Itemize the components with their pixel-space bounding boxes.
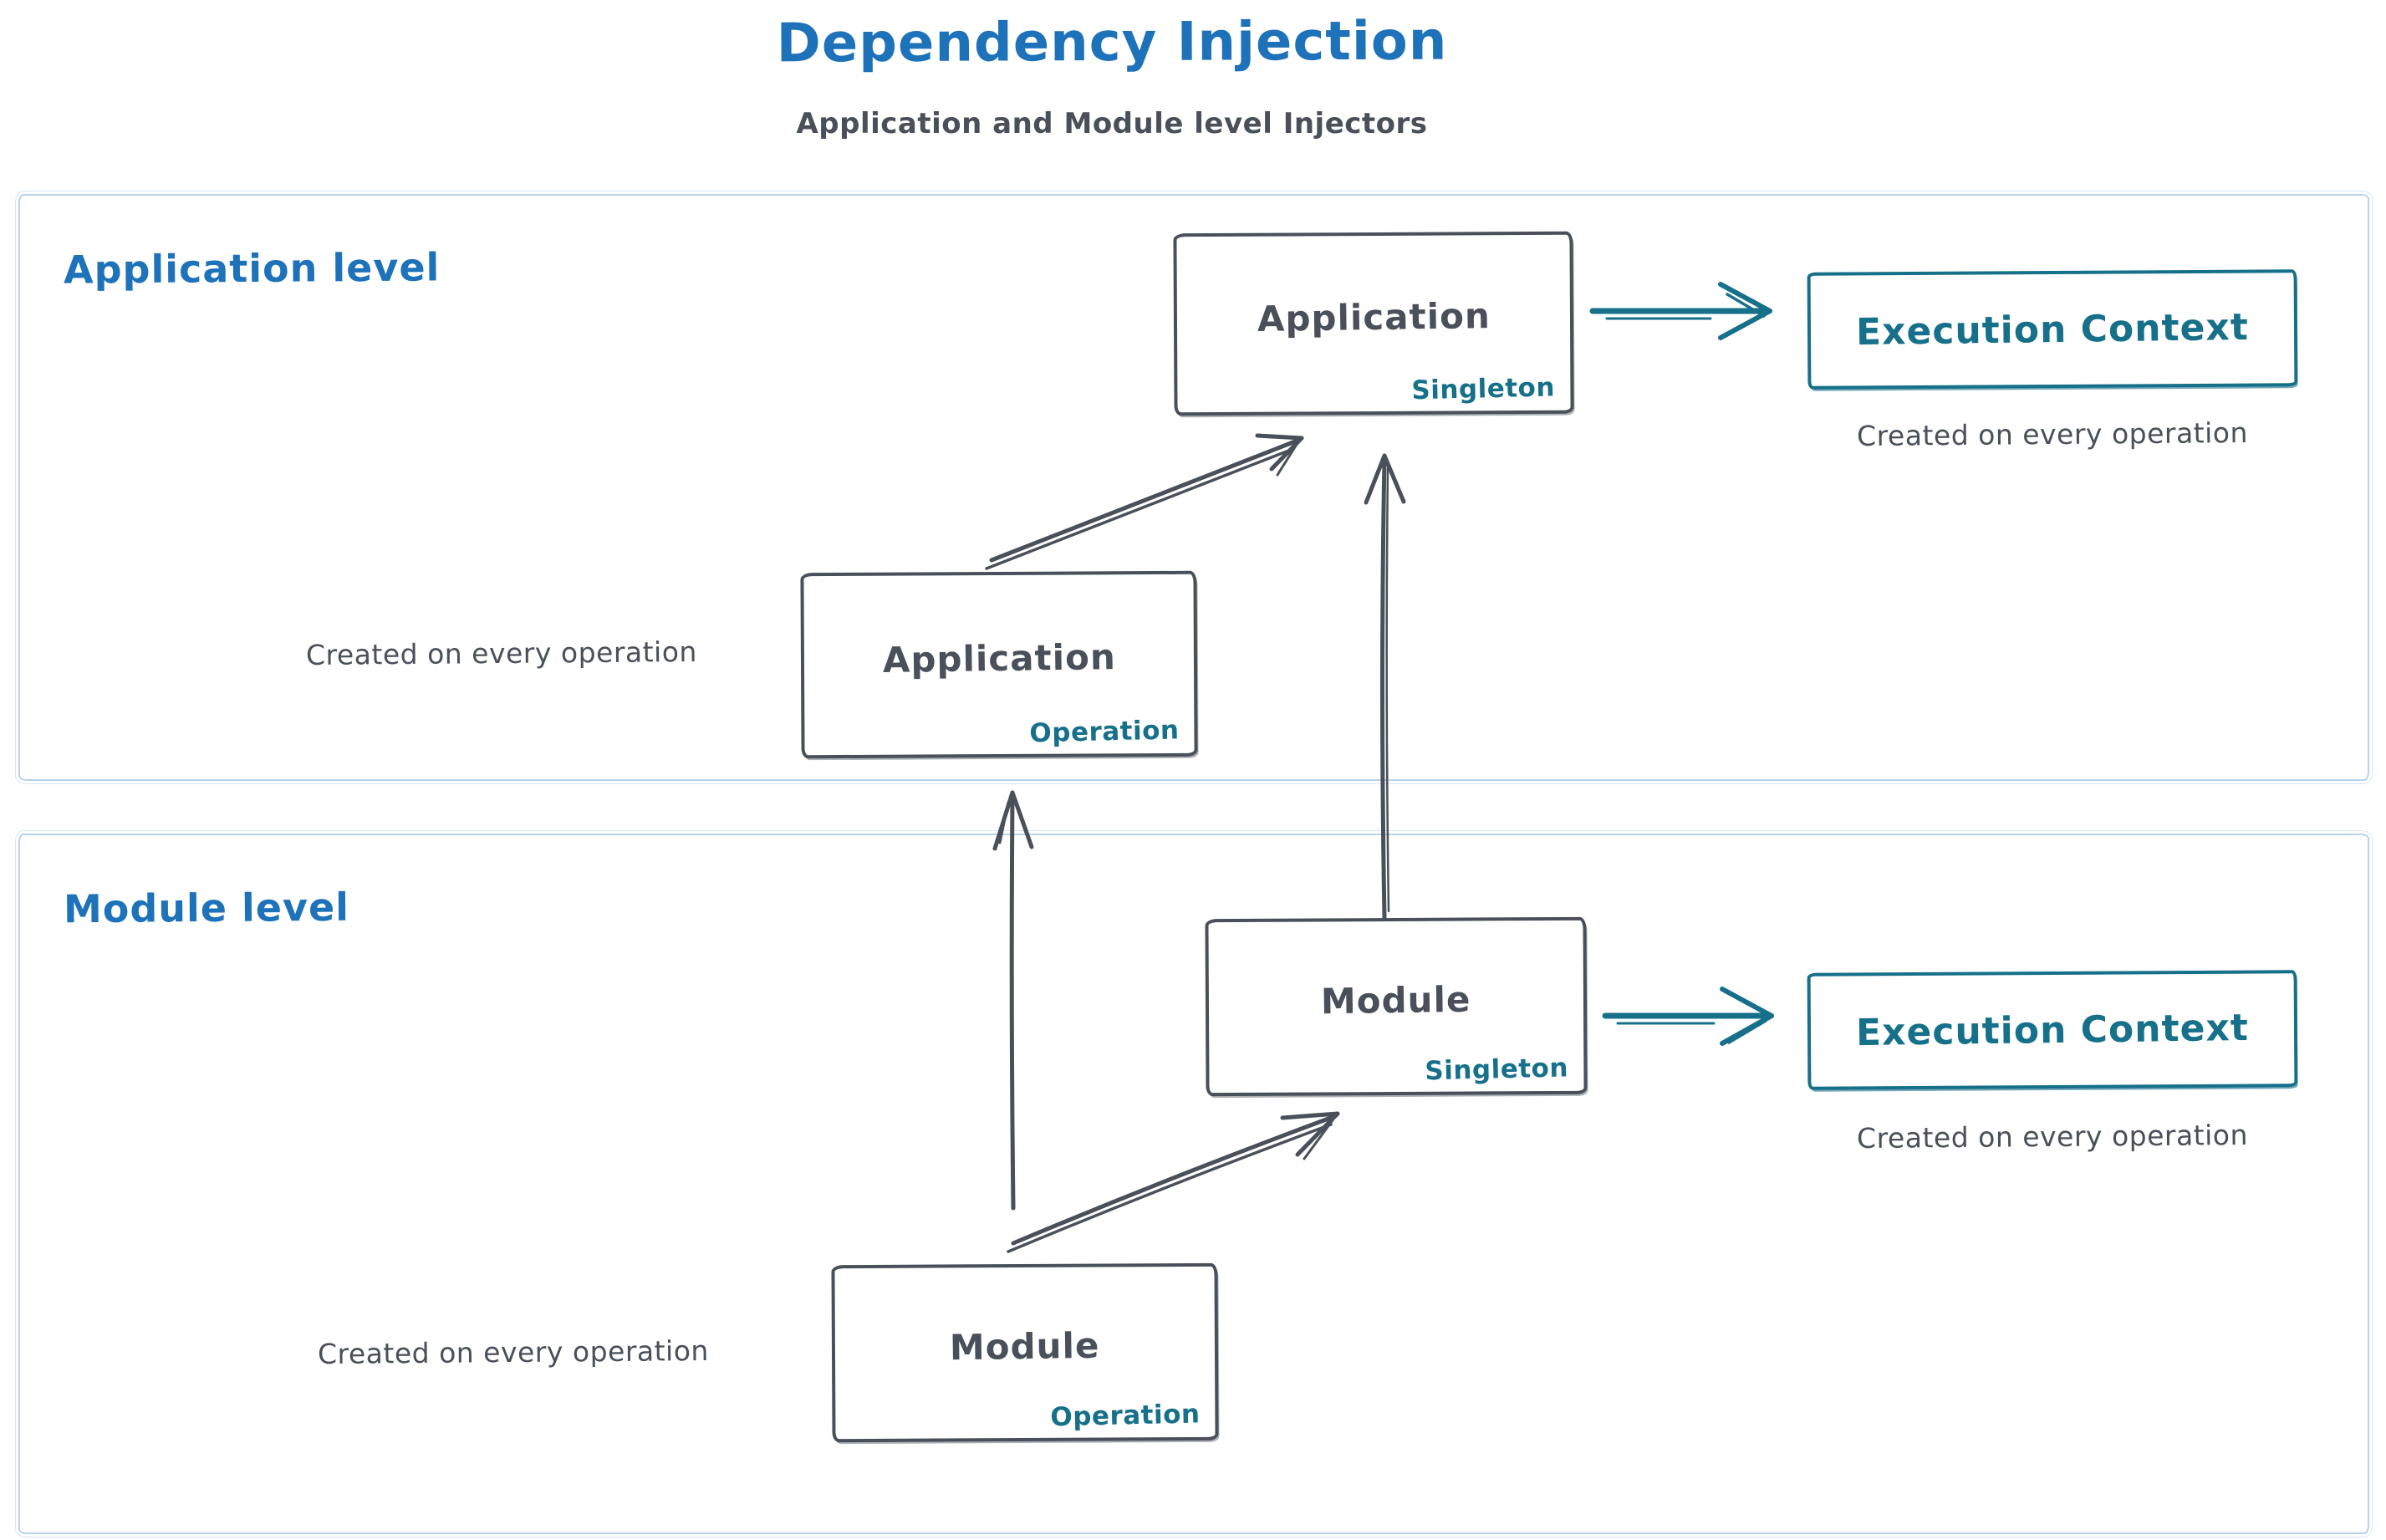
application-operation-title: Application [882,635,1116,681]
module-level-container: Module level [15,830,2373,1537]
module-execution-context-caption: Created on every operation [1856,1118,2249,1155]
application-operation-scope-tag: Operation [1028,715,1180,749]
application-level-container: Application level [15,191,2373,784]
application-level-label: Application level [63,244,441,293]
page-title: Dependency Injection [776,10,1448,75]
module-singleton-title: Module [1320,978,1471,1022]
application-singleton-scope-tag: Singleton [1411,372,1556,406]
application-operation-box: Application Operation [800,570,1198,759]
module-singleton-scope-tag: Singleton [1425,1053,1569,1087]
module-execution-context-title: Execution Context [1855,1006,2250,1054]
application-execution-context-box: Execution Context [1807,269,2298,390]
module-level-label: Module level [63,884,350,932]
module-execution-context-box: Execution Context [1807,970,2298,1090]
application-execution-context-title: Execution Context [1855,305,2250,354]
application-operation-caption: Created on every operation [305,635,698,672]
page-subtitle: Application and Module level Injectors [796,107,1428,140]
module-operation-box: Module Operation [831,1262,1219,1443]
module-operation-scope-tag: Operation [1049,1399,1201,1433]
application-singleton-box: Application Singleton [1173,231,1574,416]
module-singleton-box: Module Singleton [1205,916,1588,1097]
module-operation-title: Module [949,1324,1100,1368]
application-singleton-title: Application [1257,294,1491,339]
application-execution-context-caption: Created on every operation [1856,416,2249,453]
module-operation-caption: Created on every operation [317,1333,710,1371]
